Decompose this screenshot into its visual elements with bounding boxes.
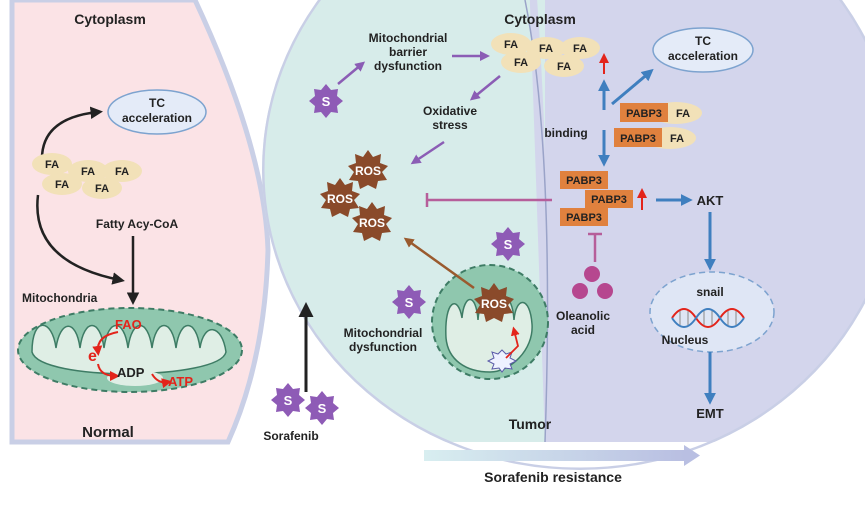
snail-label: snail — [696, 285, 723, 299]
adp-label: ADP — [117, 365, 145, 380]
tumor-label: Tumor — [509, 416, 552, 432]
tumor-fa-5: FA — [557, 61, 571, 73]
mito-ros: ROS — [474, 283, 514, 322]
mito-ros-label: ROS — [481, 297, 507, 311]
tumor-mitochondrion — [431, 264, 549, 380]
normal-tc-line2: acceleration — [122, 111, 192, 125]
resistance-label: Sorafenib resistance — [484, 469, 622, 485]
normal-mitochondrion — [17, 307, 243, 393]
normal-label: Normal — [82, 424, 134, 441]
sorafenib-mito-left: S — [392, 285, 426, 319]
fatty-acyl-coa-label: Fatty Acy-CoA — [96, 217, 179, 231]
pabp3-inhibit-ros — [425, 193, 552, 207]
pabp3-stack: PABP3 PABP3 PABP3 — [560, 171, 633, 226]
sorafenib-top-mark: S — [322, 94, 331, 109]
emt-label: EMT — [696, 406, 724, 421]
normal-mitochondria-label: Mitochondria — [22, 291, 98, 305]
normal-fa-1: FA — [45, 159, 59, 171]
normal-fa-cluster: FA FA FA FA FA — [32, 153, 142, 199]
sorafenib-outside-1-mark: S — [284, 393, 293, 408]
sorafenib-to-barrier-arrow — [337, 61, 366, 85]
normal-cell: Cytoplasm TC acceleration FA FA FA FA FA… — [9, 0, 271, 445]
pabp3-fa-1-label: PABP3 — [626, 108, 662, 120]
pabp3-stack-1: PABP3 — [566, 175, 602, 187]
tumor-tc-line1: TC — [695, 34, 711, 48]
mito-red-arrow — [505, 326, 520, 359]
adp-to-atp-arrow — [151, 373, 172, 389]
normal-fa-4: FA — [55, 179, 69, 191]
normal-fa-5: FA — [95, 183, 109, 195]
fa-to-oxidative-arrow — [469, 75, 501, 101]
pabp3-stack-3: PABP3 — [566, 212, 602, 224]
tumor-fa-3: FA — [573, 43, 587, 55]
dna-icon — [671, 308, 745, 328]
mito-to-ros-arrow — [403, 237, 475, 290]
tumor-cell: Cytoplasm Mitochondrial barrier dysfunct… — [262, 0, 865, 470]
fao-to-e-arrow — [92, 331, 119, 356]
e-to-adp-arrow — [97, 363, 120, 381]
mito-dys-line1: Mitochondrial — [344, 326, 423, 340]
akt-label: AKT — [697, 193, 724, 208]
fa-bound-2: FA — [670, 133, 684, 145]
ros-2: ROS — [327, 192, 353, 206]
electron-label: e — [88, 348, 97, 365]
oxidative-line1: Oxidative — [423, 104, 477, 118]
oxidative-line2: stress — [432, 118, 468, 132]
sorafenib-mito-left-mark: S — [405, 295, 414, 310]
sorafenib-outside-2: S — [305, 391, 339, 425]
binding-to-tc-arrow — [611, 68, 654, 106]
tumor-fa-4: FA — [514, 57, 528, 69]
tumor-cytoplasm-label: Cytoplasm — [504, 11, 576, 27]
oleanolic-inhibit — [588, 232, 602, 262]
tumor-tc-ellipse — [652, 27, 754, 73]
ros-1: ROS — [355, 164, 381, 178]
oleanolic-line2: acid — [571, 323, 595, 337]
fa-to-mito-curve — [36, 194, 125, 285]
fa-bound-1: FA — [676, 108, 690, 120]
oxidative-to-ros-arrow — [410, 140, 445, 165]
resistance-arrow — [424, 445, 700, 466]
sorafenib-label: Sorafenib — [263, 429, 318, 443]
fao-label: FAO — [115, 317, 142, 332]
oleanolic-line1: Oleanolic — [556, 309, 610, 323]
barrier-line3: dysfunction — [374, 59, 442, 73]
normal-tc-ellipse — [107, 89, 207, 135]
sorafenib-outside-1: S — [271, 383, 305, 417]
tumor-fa-2: FA — [539, 43, 553, 55]
ros-3: ROS — [359, 216, 385, 230]
sorafenib-outside: S S Sorafenib — [263, 302, 339, 443]
ros-cluster: ROS ROS ROS — [320, 150, 392, 241]
pabp3-fa-complex-2: PABP3 FA — [614, 127, 696, 149]
normal-tc-line1: TC — [149, 96, 165, 110]
tumor-fa-1: FA — [504, 39, 518, 51]
sorafenib-outside-2-mark: S — [318, 401, 327, 416]
oleanolic-acid-molecule — [572, 266, 613, 299]
pabp3-stack-2: PABP3 — [591, 194, 627, 206]
normal-arrow-to-tc — [40, 106, 103, 163]
pabp3-fa-2-label: PABP3 — [620, 133, 656, 145]
binding-label: binding — [544, 126, 587, 140]
pabp3-fa-complex-1: PABP3 FA — [620, 102, 702, 124]
sorafenib-mito-right: S — [491, 227, 525, 261]
nucleus-label: Nucleus — [662, 333, 709, 347]
tumor-tc-line2: acceleration — [668, 49, 738, 63]
barrier-line1: Mitochondrial — [369, 31, 448, 45]
normal-fa-3: FA — [115, 166, 129, 178]
sorafenib-top: S — [309, 84, 343, 118]
tumor-fa-cluster: FA FA FA FA FA — [491, 33, 600, 77]
atp-label: ATP — [168, 374, 193, 389]
barrier-line2: barrier — [389, 45, 427, 59]
sorafenib-mito-right-mark: S — [504, 237, 513, 252]
normal-cytoplasm-label: Cytoplasm — [74, 11, 146, 27]
normal-fa-2: FA — [81, 166, 95, 178]
mito-dys-line2: dysfunction — [349, 340, 417, 354]
